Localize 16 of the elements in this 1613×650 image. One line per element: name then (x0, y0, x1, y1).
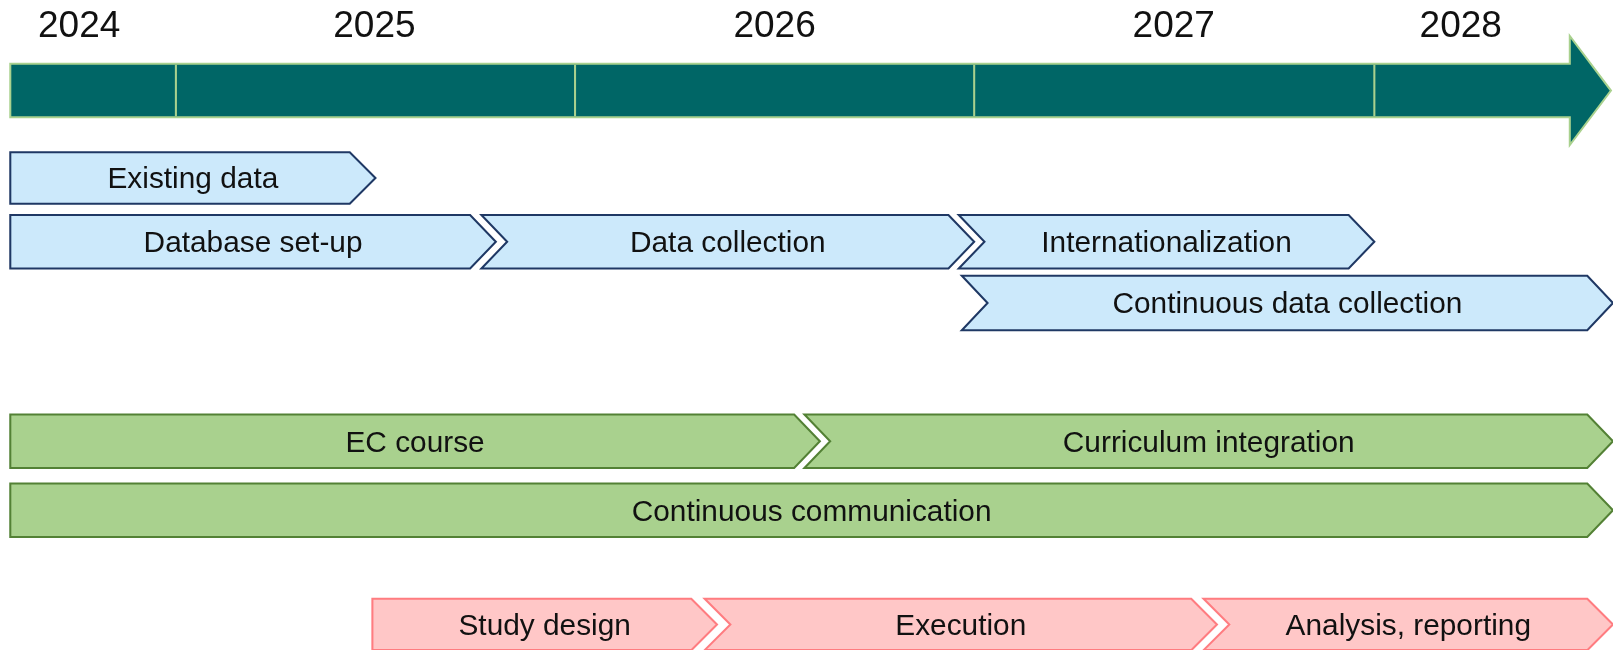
task-bar: Data collection (481, 215, 975, 269)
year-label: 2027 (1132, 3, 1215, 47)
year-label: 2024 (38, 3, 121, 47)
year-label: 2025 (333, 3, 416, 47)
task-bar: Execution (704, 598, 1217, 650)
task-bar: Existing data (10, 152, 376, 204)
task-bar: Study design (372, 598, 717, 650)
task-bar: EC course (10, 414, 820, 469)
task-bar: Internationalization (958, 215, 1375, 269)
year-label: 2028 (1419, 3, 1502, 47)
task-bar: Database set-up (10, 215, 496, 269)
task-bar: Continuous communication (10, 483, 1613, 537)
task-bar: Analysis, reporting (1203, 598, 1613, 650)
year-label: 2026 (733, 3, 816, 47)
task-bar: Curriculum integration (804, 414, 1613, 469)
task-bar: Continuous data collection (961, 275, 1613, 331)
